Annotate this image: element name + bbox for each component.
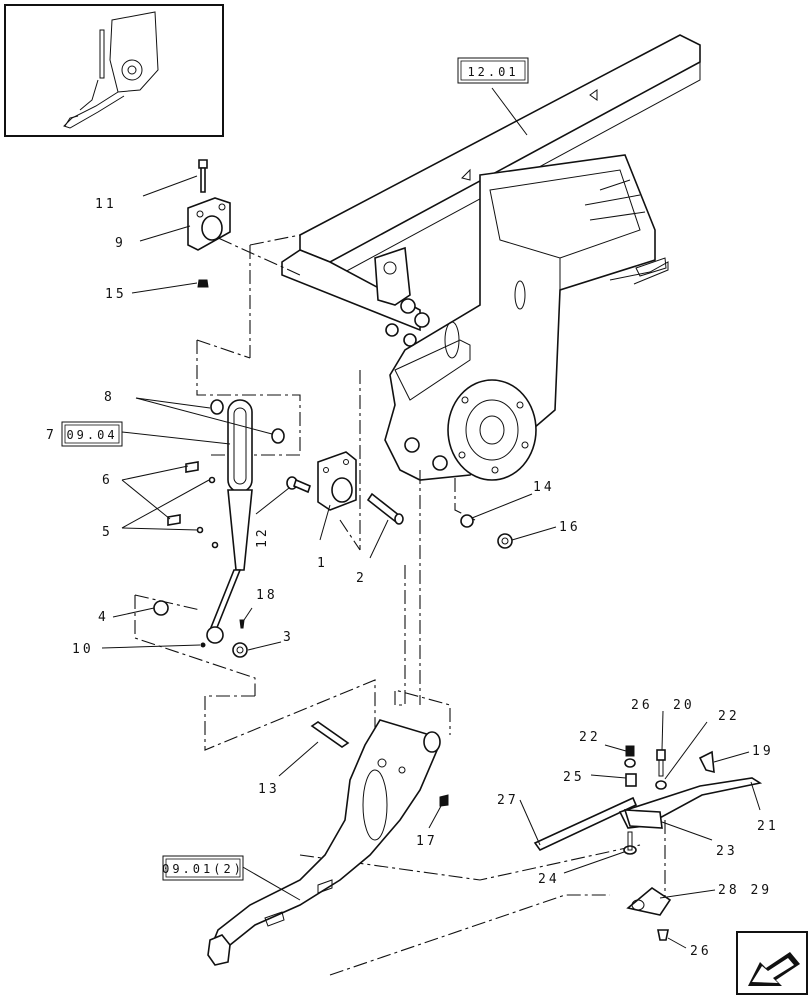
inset-thumbnail-icon[interactable] bbox=[4, 4, 224, 137]
callout-15: 15 bbox=[105, 287, 127, 302]
callout-17: 17 bbox=[416, 834, 438, 849]
pin-10 bbox=[200, 642, 206, 648]
callout-11: 11 bbox=[95, 197, 117, 212]
pin-2 bbox=[366, 492, 404, 525]
callout-18: 18 bbox=[256, 588, 278, 603]
ref-09-01-2-text: 09.01(2) bbox=[162, 862, 244, 876]
rod-27 bbox=[533, 796, 638, 852]
callout-13: 13 bbox=[258, 782, 280, 797]
callout-19: 19 bbox=[752, 744, 774, 759]
plate-23 bbox=[623, 809, 663, 829]
callout-5: 5 bbox=[102, 525, 113, 540]
link-rod bbox=[206, 399, 253, 644]
callout-4: 4 bbox=[98, 610, 109, 625]
ref-box-09-04[interactable]: 09.04 bbox=[61, 421, 123, 447]
mount-bracket bbox=[187, 197, 231, 251]
callout-21: 21 bbox=[757, 819, 779, 834]
callout-10: 10 bbox=[72, 642, 94, 657]
callout-26-bottom: 26 bbox=[690, 944, 712, 959]
callout-22-right: 22 bbox=[718, 709, 740, 724]
nut-15 bbox=[197, 279, 209, 288]
callout-28-29: 28 29 bbox=[718, 883, 772, 898]
clip-19 bbox=[698, 750, 715, 774]
bushing-4 bbox=[153, 600, 169, 616]
callout-labels: 1 2 3 4 5 6 7 8 9 10 11 12 13 14 15 16 1… bbox=[46, 197, 779, 959]
washer-3 bbox=[232, 642, 248, 658]
callout-8: 8 bbox=[104, 390, 115, 405]
main-frame bbox=[281, 34, 701, 481]
bolt-11 bbox=[198, 159, 208, 193]
bolt-24 bbox=[623, 831, 637, 855]
nut-17 bbox=[439, 794, 449, 807]
callout-26-top: 26 bbox=[631, 698, 653, 713]
fitting-18 bbox=[239, 619, 245, 629]
nut-16 bbox=[497, 533, 513, 549]
callout-12: 12 bbox=[255, 526, 270, 548]
washer-22-right bbox=[655, 780, 667, 790]
callout-24: 24 bbox=[538, 872, 560, 887]
ref-09-04-text: 09.04 bbox=[66, 428, 117, 442]
callout-2: 2 bbox=[356, 571, 367, 586]
small-parts-5 bbox=[196, 476, 219, 549]
ref-box-09-01-2[interactable]: 09.01(2) bbox=[162, 855, 244, 881]
pivot-plate bbox=[317, 451, 357, 511]
ref-12-01-text: 12.01 bbox=[467, 65, 518, 79]
nut-26-bottom bbox=[657, 929, 669, 941]
washer-22-left bbox=[624, 758, 636, 768]
callout-22-left: 22 bbox=[579, 730, 601, 745]
callout-1: 1 bbox=[317, 556, 328, 571]
nut-26-top bbox=[625, 745, 635, 757]
washers-8 bbox=[210, 399, 285, 444]
navigation-arrow-icon[interactable] bbox=[736, 931, 808, 995]
leader-lines bbox=[101, 87, 761, 949]
callout-25: 25 bbox=[563, 770, 585, 785]
callout-16: 16 bbox=[559, 520, 581, 535]
bracket-28-29 bbox=[626, 887, 672, 916]
bolt-20 bbox=[656, 749, 666, 777]
brake-pedal bbox=[207, 719, 441, 966]
bolt-13 bbox=[310, 721, 350, 748]
callout-9: 9 bbox=[115, 236, 126, 251]
spacer-25 bbox=[625, 773, 637, 787]
callout-27: 27 bbox=[497, 793, 519, 808]
washer-14 bbox=[460, 514, 474, 528]
callout-20: 20 bbox=[673, 698, 695, 713]
callout-7: 7 bbox=[46, 428, 57, 443]
bolt-12 bbox=[286, 476, 311, 494]
grease-fittings-6 bbox=[167, 461, 199, 526]
callout-6: 6 bbox=[102, 473, 113, 488]
callout-3: 3 bbox=[283, 630, 294, 645]
callout-14: 14 bbox=[533, 480, 555, 495]
ref-box-12-01[interactable]: 12.01 bbox=[457, 57, 529, 84]
callout-23: 23 bbox=[716, 844, 738, 859]
